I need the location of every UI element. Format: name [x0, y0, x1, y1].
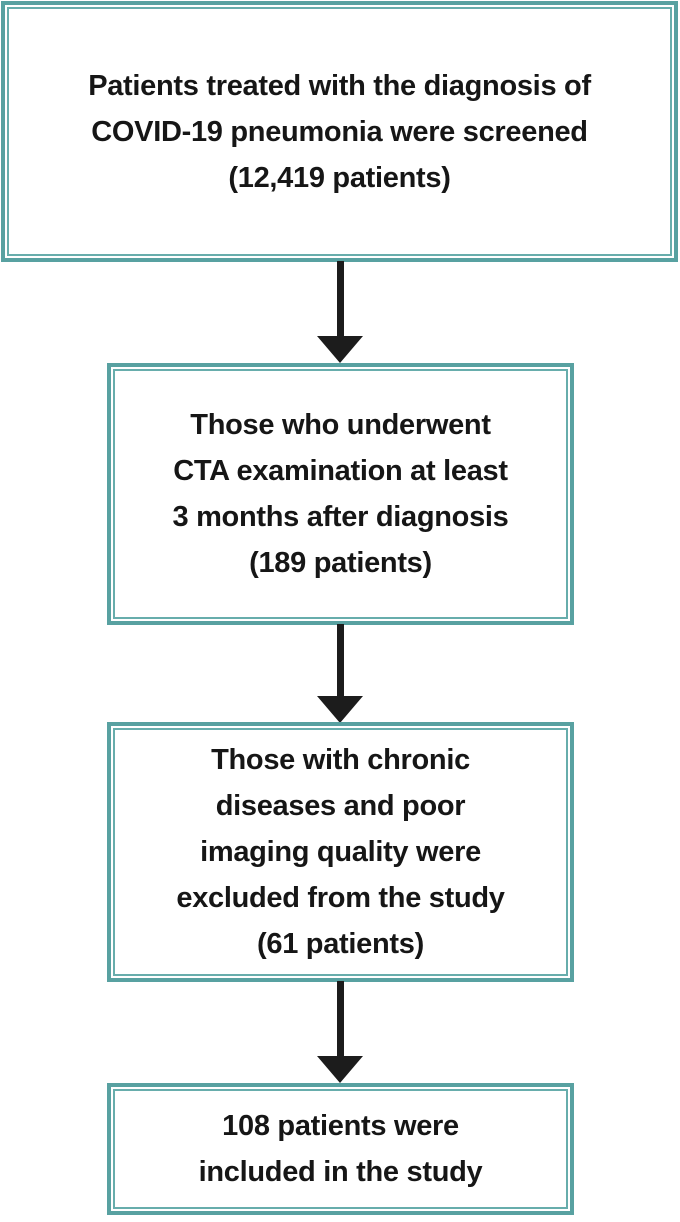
arrow-down-icon	[317, 696, 363, 723]
text-line: Those with chronic	[211, 744, 470, 776]
flow-box-included: 108 patients were included in the study	[107, 1083, 574, 1215]
flow-box-excluded-text: Those with chronic diseases and poor ima…	[166, 737, 514, 967]
text-line: (61 patients)	[257, 928, 424, 960]
text-line: included in the study	[198, 1156, 483, 1188]
text-line: diseases and poor	[215, 790, 466, 822]
flow-box-included-text: 108 patients were included in the study	[189, 1103, 493, 1195]
arrow-down-icon	[317, 336, 363, 363]
down-arrow-connector-3	[317, 981, 363, 1083]
down-arrow-connector-2	[317, 624, 363, 723]
flow-box-screened: Patients treated with the diagnosis of C…	[1, 1, 678, 262]
arrow-shaft	[336, 981, 344, 1056]
flow-box-excluded: Those with chronic diseases and poor ima…	[107, 722, 574, 982]
text-line: (189 patients)	[249, 547, 432, 579]
down-arrow-connector-1	[317, 261, 363, 363]
flow-box-cta-exam-text: Those who underwent CTA examination at l…	[162, 402, 518, 586]
text-line: 108 patients were	[222, 1110, 459, 1142]
text-line: COVID-19 pneumonia were screened	[91, 115, 588, 148]
text-line: CTA examination at least	[173, 455, 508, 487]
flow-box-cta-exam: Those who underwent CTA examination at l…	[107, 363, 574, 625]
text-line: (12,419 patients)	[228, 161, 451, 194]
arrow-down-icon	[317, 1056, 363, 1083]
flow-box-screened-text: Patients treated with the diagnosis of C…	[78, 63, 601, 201]
text-line: excluded from the study	[176, 882, 505, 914]
arrow-shaft	[336, 624, 344, 696]
text-line: Those who underwent	[190, 409, 491, 441]
text-line: imaging quality were	[200, 836, 481, 868]
text-line: 3 months after diagnosis	[172, 501, 509, 533]
text-line: Patients treated with the diagnosis of	[88, 69, 591, 102]
arrow-shaft	[336, 261, 344, 336]
